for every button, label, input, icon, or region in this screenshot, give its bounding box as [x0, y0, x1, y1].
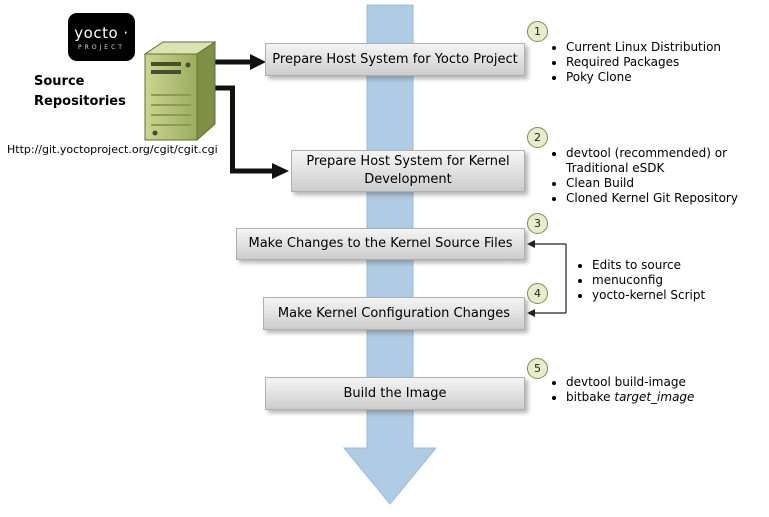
bullet-item: devtool build-image — [566, 375, 694, 390]
server-icon — [143, 41, 217, 142]
bullet-item: Cloned Kernel Git Repository — [566, 191, 738, 206]
step2-bullet-list: devtool (recommended) or Traditional eSD… — [552, 146, 738, 206]
bullet-item: bitbake target_image — [566, 390, 694, 405]
step-number-4: 4 — [527, 283, 548, 304]
step-number-5: 5 — [527, 358, 548, 379]
bullet-item: Required Packages — [566, 55, 721, 70]
step5-bullet-list: devtool build-image bitbake target_image — [552, 375, 694, 405]
source-repositories-label: Source Repositories — [34, 74, 126, 110]
yocto-logo-text: yocto · — [74, 23, 129, 42]
bullet-text-italic: target_image — [614, 390, 695, 404]
bullet-item: Current Linux Distribution — [566, 40, 721, 55]
bullet-item: Edits to source — [592, 258, 705, 273]
bullet-item: devtool (recommended) or Traditional eSD… — [566, 146, 734, 176]
yocto-logo-subtitle: PROJECT — [78, 43, 125, 51]
source-repositories-url: Http://git.yoctoproject.org/cgit/cgit.cg… — [7, 143, 218, 156]
step-box-label: Make Kernel Configuration Changes — [277, 305, 511, 321]
step-number-3: 3 — [527, 213, 548, 234]
bullet-item: Clean Build — [566, 176, 738, 191]
step-box-prepare-host-kernel: Prepare Host System for Kernel Developme… — [291, 150, 525, 192]
step-box-label: Prepare Host System for Kernel Developme… — [306, 154, 510, 187]
yocto-logo: yocto · PROJECT — [68, 13, 135, 61]
step-box-build-image: Build the Image — [265, 377, 525, 410]
step-box-make-source-changes: Make Changes to the Kernel Source Files — [236, 228, 525, 260]
step1-bullet-list: Current Linux Distribution Required Pack… — [552, 40, 721, 85]
step-box-make-config-changes: Make Kernel Configuration Changes — [263, 297, 525, 330]
step-box-label: Build the Image — [343, 385, 447, 401]
bullet-item: menuconfig — [592, 273, 705, 288]
steps-3-4-shared-bullet-list: Edits to source menuconfig yocto-kernel … — [578, 258, 705, 303]
bullet-item: yocto-kernel Script — [592, 288, 705, 303]
step-number-1: 1 — [527, 21, 548, 42]
step-number-2: 2 — [527, 127, 548, 148]
step-box-label: Prepare Host System for Yocto Project — [272, 51, 518, 67]
bullet-text: bitbake — [566, 390, 615, 404]
step-box-prepare-host-yocto: Prepare Host System for Yocto Project — [265, 43, 525, 76]
bullet-item: Poky Clone — [566, 70, 721, 85]
step-box-label: Make Changes to the Kernel Source Files — [248, 236, 513, 252]
